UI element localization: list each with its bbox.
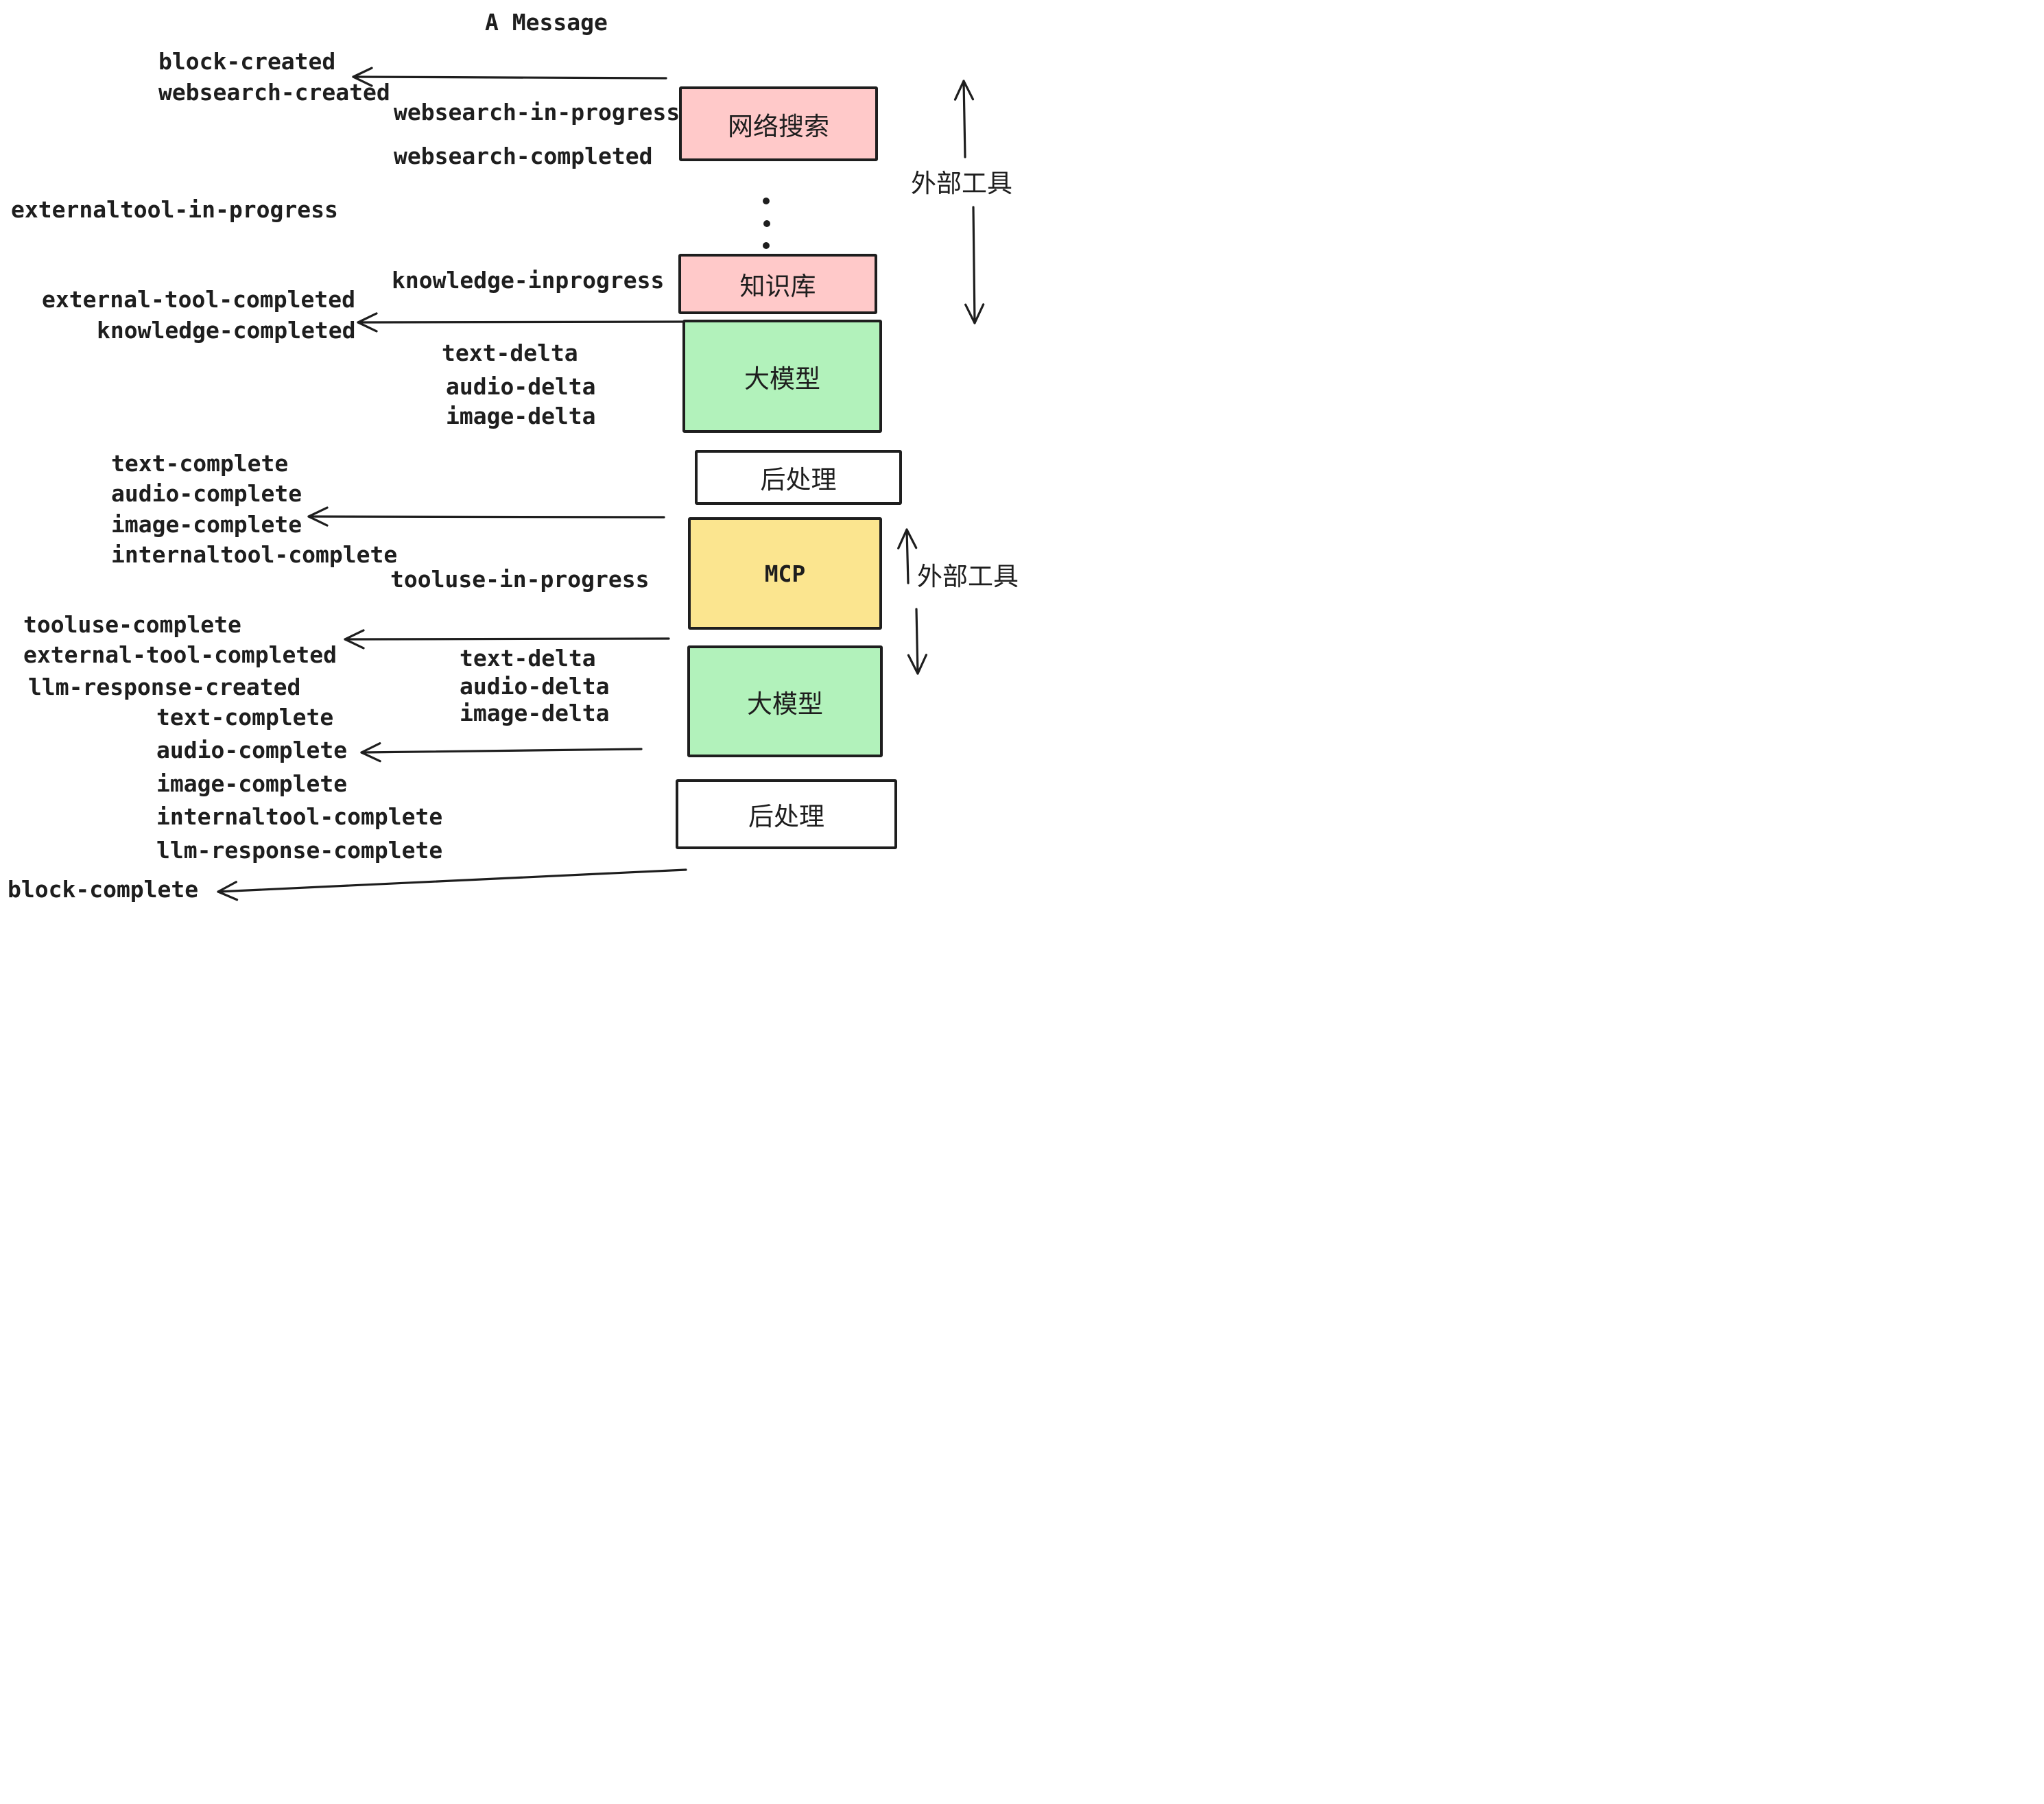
ellipsis-dots [763,198,770,249]
node-postprocess-1-label: 后处理 [760,465,837,495]
event-label-text-delta-1: text-delta [442,340,578,366]
event-label-externaltool-in-progress: externaltool-in-progress [11,196,338,223]
arrow-block-complete [217,868,687,901]
arrow-external-tools-2-up [897,528,918,584]
node-mcp: MCP [688,517,882,630]
arrow-llm-response-complete [360,742,643,763]
event-label-external-tool-completed-1: external-tool-completed [42,286,355,313]
diagram-title: A Message [485,9,608,36]
event-label-tooluse-complete: tooluse-complete [23,611,241,638]
node-websearch: 网络搜索 [679,86,878,161]
arrow-external-tools-2-down [907,608,928,675]
event-label-tooluse-in-progress: tooluse-in-progress [390,566,650,593]
event-label-llm-response-created: llm-response-created [28,674,301,700]
node-postprocess-2-label: 后处理 [748,802,824,831]
node-llm-2-label: 大模型 [747,689,823,719]
event-label-external-tool-completed-2: external-tool-completed [23,641,337,668]
diagram-canvas: A Message block-created websearch-create… [0,0,1022,902]
event-label-audio-complete-2: audio-complete [156,737,348,763]
arrow-block-created [352,67,667,87]
node-postprocess-2: 后处理 [676,779,897,849]
event-label-image-complete-2: image-complete [156,770,348,797]
event-label-text-complete-2: text-complete [156,704,334,731]
node-mcp-label: MCP [764,560,806,587]
event-label-text-delta-2: text-delta [460,645,596,672]
event-label-audio-delta-2: audio-delta [460,673,610,700]
arrow-external-tools-1-down [964,206,985,324]
side-label-external-tools-2: 外部工具 [917,562,1019,591]
event-label-internaltool-complete-1: internaltool-complete [111,541,398,568]
side-label-external-tools-1: 外部工具 [911,169,1012,198]
node-knowledge: 知识库 [678,254,877,314]
event-label-websearch-created: websearch-created [158,79,390,106]
node-websearch-label: 网络搜索 [728,111,829,141]
node-postprocess-1: 后处理 [695,450,902,505]
node-llm-2: 大模型 [687,645,883,757]
arrow-external-tools-1-up [953,80,975,158]
event-label-knowledge-completed: knowledge-completed [97,317,356,344]
node-llm-1-label: 大模型 [744,364,820,394]
event-label-websearch-completed: websearch-completed [394,143,653,169]
event-label-audio-delta-1: audio-delta [446,373,596,400]
event-label-audio-complete-1: audio-complete [111,480,302,507]
event-label-image-delta-1: image-delta [446,403,596,429]
node-llm-1: 大模型 [682,320,882,433]
event-label-llm-response-complete: llm-response-complete [156,837,443,864]
event-label-image-complete-1: image-complete [111,511,302,538]
event-label-websearch-in-progress: websearch-in-progress [394,99,680,126]
node-knowledge-label: 知识库 [739,272,816,301]
event-label-block-created: block-created [158,48,336,75]
event-label-knowledge-inprogress: knowledge-inprogress [392,267,665,294]
event-label-internaltool-complete-2: internaltool-complete [156,803,443,830]
event-label-image-delta-2: image-delta [460,700,610,726]
event-label-block-complete: block-complete [8,876,199,903]
event-label-text-complete-1: text-complete [111,450,289,477]
